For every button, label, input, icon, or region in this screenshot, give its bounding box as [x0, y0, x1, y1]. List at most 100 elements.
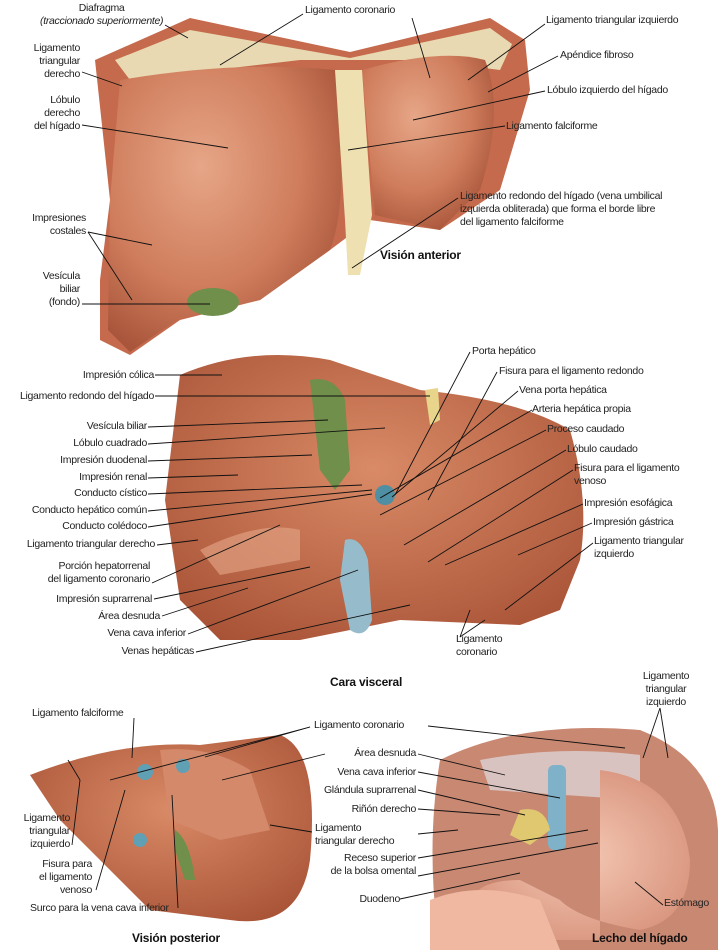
label-lig-coronario-shared: Ligamento coronario [314, 719, 405, 731]
line: de la bolsa omental [330, 865, 417, 877]
label-lobulo-caudado: Lóbulo caudado [567, 443, 638, 455]
line: izquierdo [594, 548, 634, 560]
leader-lines [67, 13, 669, 909]
title-cara-visceral: Cara visceral [330, 675, 403, 689]
label-impresion-esofagica: Impresión esofágica [584, 497, 673, 509]
label-fisura-lig-redondo: Fisura para el ligamento redondo [499, 365, 644, 377]
label-venas-hepaticas: Venas hepáticas [121, 645, 194, 657]
line: del hígado [33, 120, 80, 132]
liver-bed [430, 728, 718, 950]
label-impresion-renal: Impresión renal [79, 471, 147, 483]
line: el ligamento [38, 871, 92, 883]
label-diafragma: Diafragma(traccionado superiormente) [40, 2, 164, 28]
posterior-liver [30, 735, 312, 922]
label-impresion-duodenal: Impresión duodenal [60, 454, 147, 466]
label-porta-hepatico: Porta hepático [472, 345, 536, 357]
line: Ligamento redondo del hígado (vena umbil… [460, 190, 663, 202]
label-vena-cava-shared: Vena cava inferior [337, 766, 416, 778]
label-arteria-hepatica: Arteria hepática propia [532, 403, 631, 415]
line: Ligamento [23, 812, 71, 824]
line: triangular derecho [315, 835, 395, 847]
label-conducto-hepatico-comun: Conducto hepático común [31, 504, 147, 516]
label-vena-porta: Vena porta hepática [519, 384, 607, 396]
label-surco-vena-cava: Surco para la vena cava inferior [30, 902, 169, 914]
line: Ligamento [642, 670, 690, 682]
label-lobulo-cuadrado: Lóbulo cuadrado [73, 437, 147, 449]
line: Fisura para [42, 858, 92, 870]
line: triangular [645, 683, 687, 695]
line: Ligamento triangular [594, 535, 684, 547]
line: del ligamento falciforme [460, 216, 564, 228]
label-rinon-derecho: Riñón derecho [351, 803, 417, 815]
title-lecho-higado: Lecho del hígado [592, 931, 688, 945]
label-vena-cava-visc: Vena cava inferior [107, 627, 186, 639]
label-proceso-caudado: Proceso caudado [547, 423, 625, 435]
label-vesicula-biliar: Vesícula biliar [86, 420, 148, 432]
line: Ligamento [456, 633, 503, 645]
anterior-liver [95, 18, 530, 355]
line: del ligamento coronario [47, 573, 151, 585]
line: venoso [59, 884, 92, 896]
label-estomago: Estómago [664, 897, 709, 909]
title-vision-anterior: Visión anterior [380, 248, 461, 262]
gallbladder [310, 379, 350, 490]
line: triangular [29, 825, 70, 837]
line: derecho [44, 107, 80, 119]
label-note: (traccionado superiormente) [40, 15, 164, 27]
line: derecho [44, 68, 80, 80]
label-lobulo-izquierdo: Lóbulo izquierdo del hígado [547, 84, 668, 96]
label-ligamento-coronario-ant: Ligamento coronario [305, 4, 396, 16]
visceral-liver [165, 355, 584, 640]
line: izquierdo [646, 696, 686, 708]
label-lig-triangular-izq-ant: Ligamento triangular izquierdo [546, 14, 679, 26]
line: Receso superior [344, 852, 416, 864]
label-ligamento-redondo: Ligamento redondo del hígado [19, 390, 154, 402]
line: costales [49, 225, 86, 237]
label-impresion-colica: Impresión cólica [82, 369, 154, 381]
line: triangular [39, 55, 80, 67]
line: Fisura para el ligamento [574, 462, 680, 474]
label-ligamento-falciforme-ant: Ligamento falciforme [506, 120, 598, 132]
line: izquierdo [30, 838, 70, 850]
line: izquierda obliterada) que forma el borde… [460, 203, 656, 215]
label-duodeno: Duodeno [359, 893, 400, 905]
label-text: Diafragma [78, 2, 125, 14]
vena-cava [340, 539, 372, 634]
line: biliar [59, 283, 81, 295]
line: coronario [456, 646, 498, 658]
label-conducto-cistico: Conducto cístico [74, 487, 147, 499]
label-apendice-fibroso: Apéndice fibroso [560, 49, 634, 61]
line: Lóbulo [50, 94, 80, 106]
label-impresion-suprarrenal: Impresión suprarrenal [56, 593, 152, 605]
label-ligamento-redondo-ant: Ligamento redondo del hígado (vena umbil… [460, 190, 663, 229]
line: Vesícula [42, 270, 81, 282]
title-vision-posterior: Visión posterior [132, 931, 220, 945]
line: Ligamento [33, 42, 81, 54]
line: Impresiones [32, 212, 86, 224]
line: Porción hepatorrenal [58, 560, 151, 572]
label-glandula-suprarrenal: Glándula suprarrenal [323, 784, 416, 796]
line: Ligamento [315, 822, 362, 834]
label-conducto-coledoco: Conducto colédoco [62, 520, 147, 532]
gallbladder-fundus [187, 288, 239, 316]
line: (fondo) [48, 296, 80, 308]
label-area-desnuda-visc: Área desnuda [98, 610, 160, 622]
label-lig-triangular-der: Ligamento triangular derecho [26, 538, 155, 550]
label-lig-falciforme-post: Ligamento falciforme [32, 707, 124, 719]
line: venoso [574, 475, 607, 487]
